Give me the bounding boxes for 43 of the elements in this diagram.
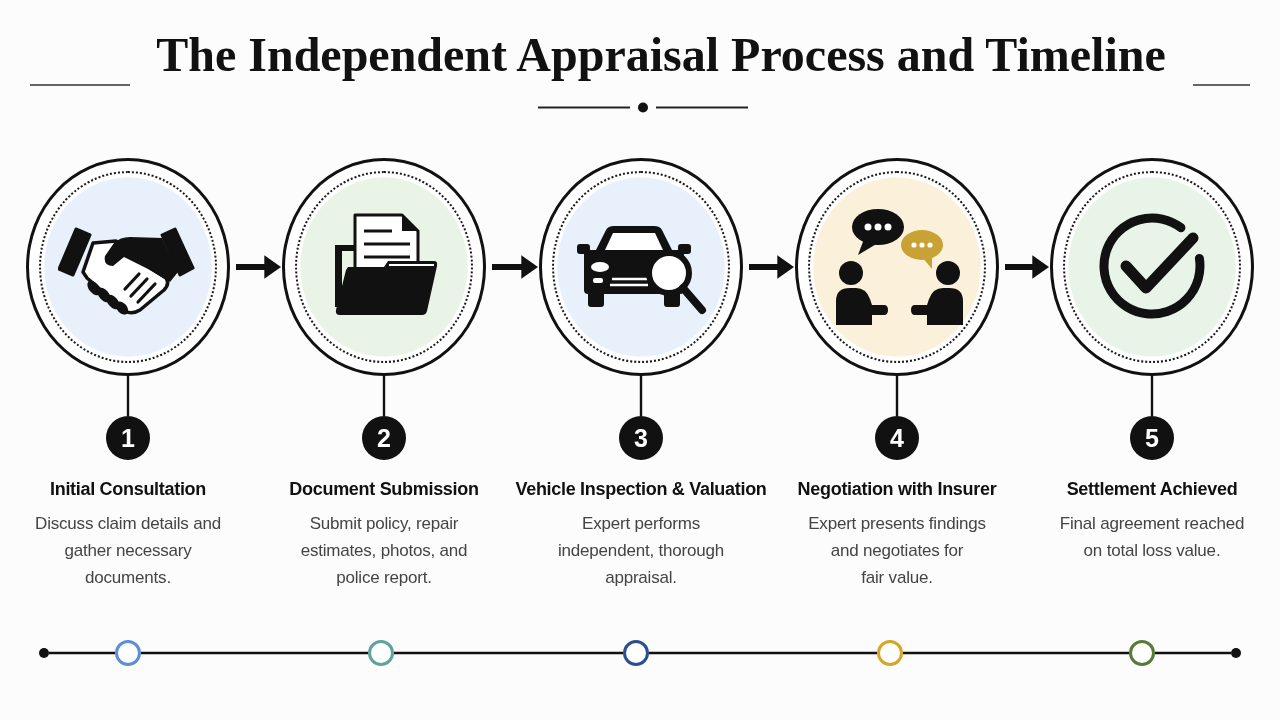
page-title: The Independent Appraisal Process and Timeline [156,27,1166,83]
timeline-ring [115,640,141,666]
step-number: 1 [121,425,135,451]
arrow [236,255,281,279]
connector-line [126,376,130,416]
timeline-line [141,651,368,655]
step-description: Submit policy, repair estimates, photos, and police report. [300,513,468,589]
connector-line [382,376,386,416]
arrow [749,255,794,279]
timeline-line [49,651,115,655]
timeline-line [1155,651,1231,655]
step-title: Vehicle Inspection & Valuation [515,478,767,500]
connector-line [1150,376,1154,416]
step-description: Expert performs independent, thorough appraisal. [558,513,724,589]
timeline-ring [877,640,903,666]
step-number: 3 [634,425,648,451]
connector-line [895,376,899,416]
arrow [492,255,538,279]
step-number: 2 [377,425,391,451]
timeline-ring [1129,640,1155,666]
step-number: 4 [890,425,904,451]
timeline-line [649,651,877,655]
step-description: Final agreement reached on total loss value. [1059,513,1245,562]
step-title: Document Submission [289,478,479,500]
timeline-line [394,651,623,655]
timeline-line [903,651,1129,655]
number-badge [875,416,919,460]
step-title: Negotiation with Insurer [797,478,997,500]
step-title: Initial Consultation [50,478,206,500]
number-badge [619,416,663,460]
timeline-end-dot [39,648,49,658]
number-badge [362,416,406,460]
number-badge [1130,416,1174,460]
timeline-end-dot [1231,648,1241,658]
step-description: Expert presents findings and negotiates for fair value. [808,513,986,589]
number-badge [106,416,150,460]
timeline-ring [368,640,394,666]
connector-line [639,376,643,416]
step-title: Settlement Achieved [1066,478,1238,500]
timeline-ring [623,640,649,666]
step-description: Discuss claim details and gather necessary documents. [35,513,221,589]
step-number: 5 [1145,425,1159,451]
arrow [1005,255,1049,279]
